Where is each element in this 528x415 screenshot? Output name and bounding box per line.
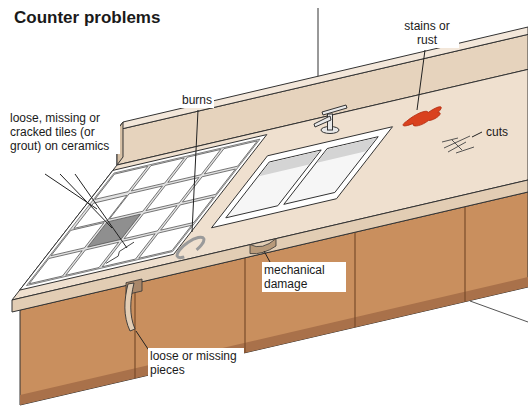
diagram-title: Counter problems xyxy=(14,8,160,28)
door-line xyxy=(464,207,465,302)
toe-kick xyxy=(20,277,528,405)
cut-marks xyxy=(442,136,474,153)
sink-basin xyxy=(284,137,378,205)
door-line xyxy=(354,232,355,327)
faucet-handle xyxy=(322,105,347,115)
callout-label: mechanical damage xyxy=(262,262,346,292)
leader-line xyxy=(60,174,112,228)
stain-mark xyxy=(399,105,448,130)
ceramic-tile xyxy=(139,225,192,258)
burn-mark xyxy=(172,235,209,260)
counter-top xyxy=(12,69,528,300)
callout-label: loose or missing pieces xyxy=(148,348,244,378)
leader-line xyxy=(264,251,270,262)
ceramic-tile xyxy=(161,197,214,230)
faucet xyxy=(314,105,347,134)
loose-edge-strip xyxy=(125,283,135,331)
ceramic-tile xyxy=(204,141,257,174)
leader-lines xyxy=(45,50,482,352)
wall-corner-line xyxy=(318,8,319,83)
sink-rim xyxy=(212,127,393,228)
door-line xyxy=(134,284,135,378)
leader-line xyxy=(417,50,425,110)
callout-label: burns xyxy=(180,92,214,108)
callout-label: loose, missing or cracked tiles (or grou… xyxy=(8,110,120,154)
callout-label: stains or rust xyxy=(395,18,459,48)
ceramic-tile xyxy=(182,169,235,202)
basin-shade xyxy=(317,138,377,163)
cut-line xyxy=(442,138,458,142)
faucet-spout xyxy=(314,116,331,127)
cut-line xyxy=(452,140,462,150)
leader-line xyxy=(75,174,127,248)
cut-line xyxy=(456,147,474,153)
leader-line xyxy=(472,132,482,137)
tile-crack xyxy=(106,242,134,263)
leader-line xyxy=(192,110,198,232)
callout-label: cuts xyxy=(484,124,510,140)
edge-gouge xyxy=(250,239,276,254)
floor-line xyxy=(470,301,528,322)
door-line xyxy=(244,258,245,353)
basin-shade xyxy=(259,151,320,176)
